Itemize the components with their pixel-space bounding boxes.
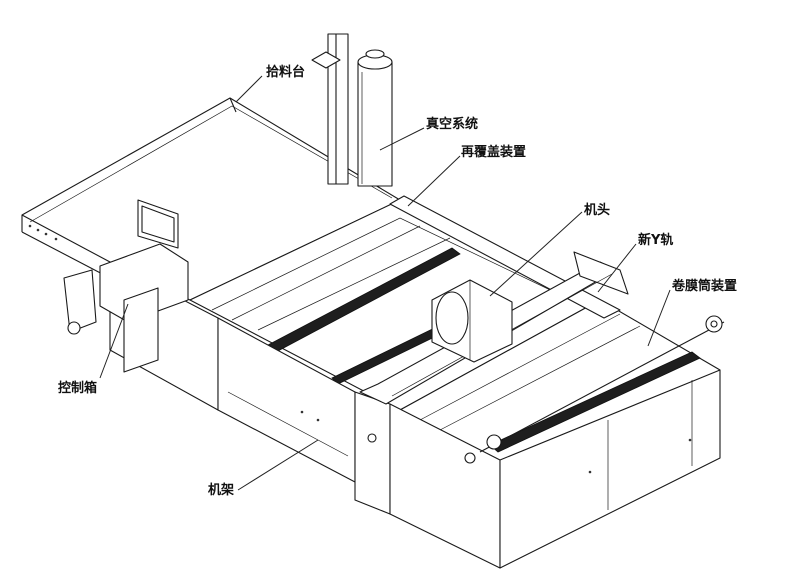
leader-film-roll-device (647, 289, 671, 347)
leader-frame (237, 439, 319, 491)
label-vacuum-system: 真空系统 (426, 116, 478, 132)
label-control-box: 控制箱 (58, 380, 97, 396)
leader-pickup-table (235, 75, 263, 103)
leader-machine-head (489, 211, 583, 297)
vacuum-system (311, 33, 393, 187)
leader-recover-device (407, 155, 461, 207)
leader-control-box (99, 303, 129, 379)
leader-lines (99, 75, 671, 491)
film-roll-device (464, 315, 725, 464)
label-pickup-table: 拾料台 (266, 64, 305, 80)
leader-new-y-rail (597, 243, 637, 293)
machine-frame (109, 261, 721, 569)
leader-vacuum-system (379, 127, 425, 151)
label-film-roll-device: 卷膜筒装置 (672, 278, 737, 294)
pickup-table (21, 97, 401, 301)
machine-head (431, 279, 513, 363)
label-new-y-rail: 新Y轨 (638, 232, 673, 248)
label-machine-head: 机头 (584, 202, 610, 218)
control-box (63, 199, 189, 373)
label-recover-device: 再覆盖装置 (461, 144, 526, 160)
label-frame: 机架 (208, 482, 234, 498)
text-labels: 拾料台 真空系统 再覆盖装置 机头 新Y轨 卷膜筒装置 控制箱 机架 (58, 64, 737, 498)
